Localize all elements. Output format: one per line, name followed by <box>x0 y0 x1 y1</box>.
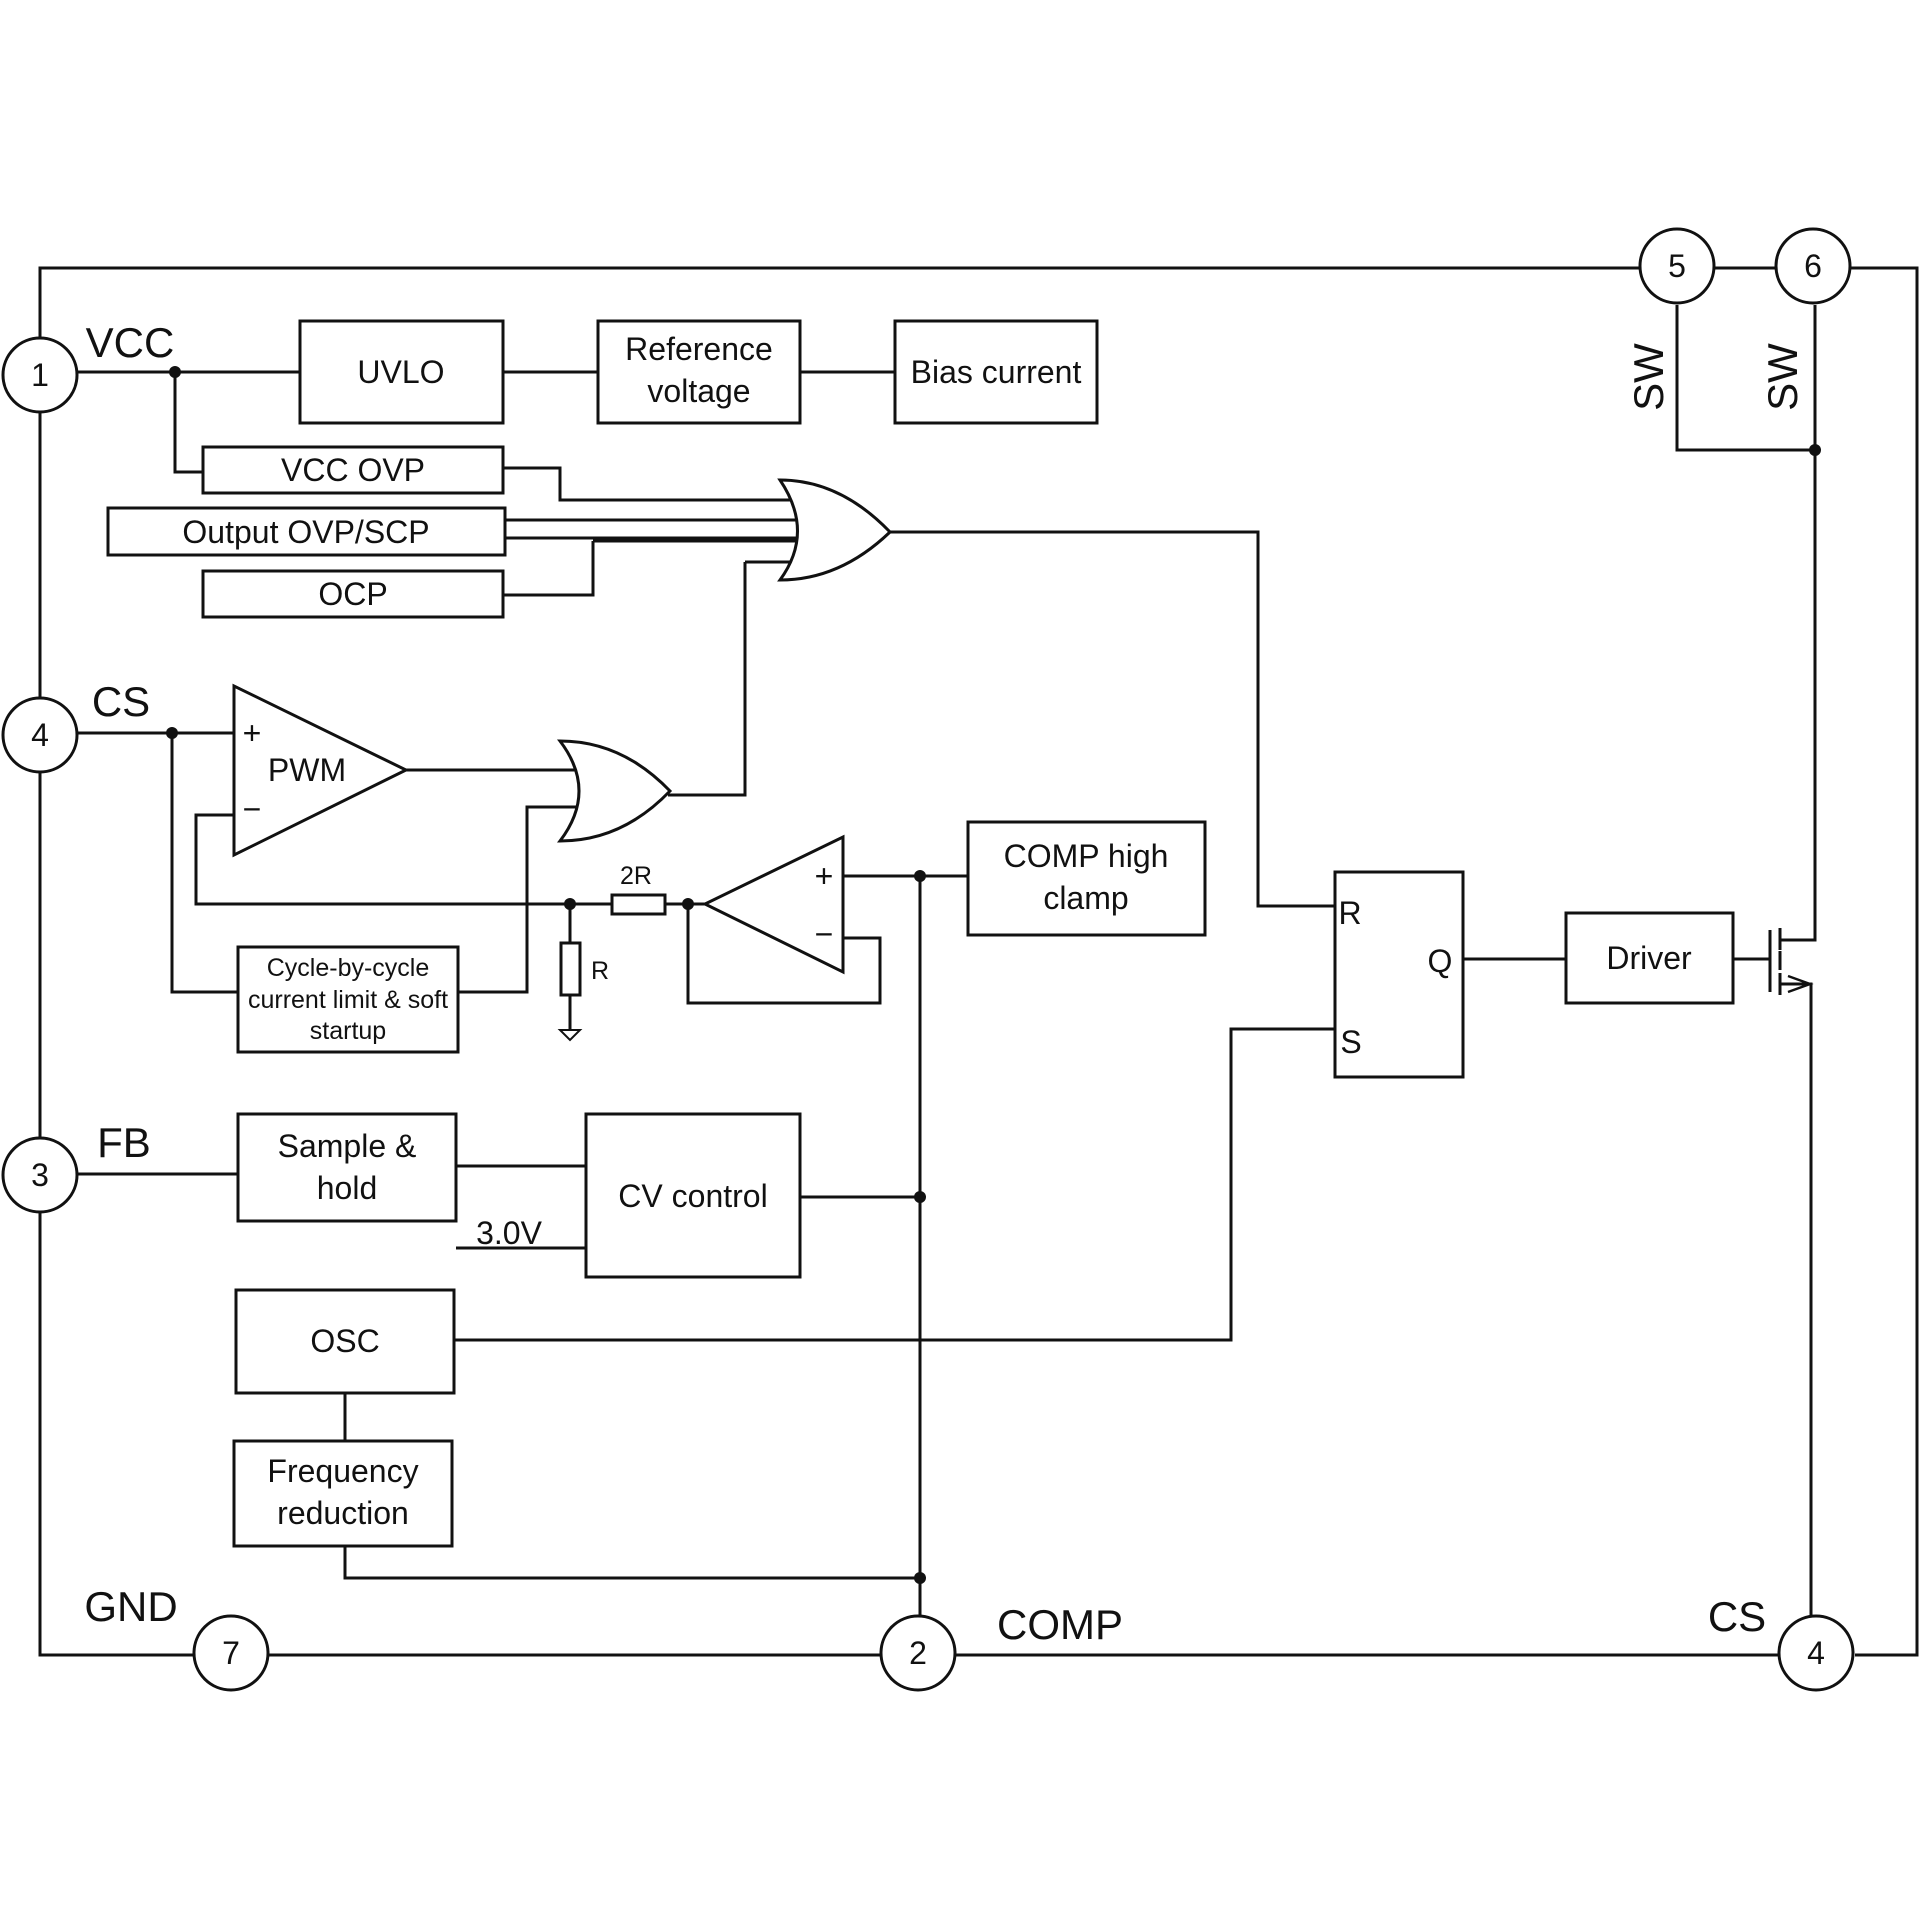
pin-1-number: 1 <box>31 357 49 393</box>
freq-red-label-2: reduction <box>277 1495 409 1531</box>
reference-voltage-label-2: voltage <box>647 373 750 409</box>
sample-hold-label-1: Sample & <box>278 1128 417 1164</box>
ground-icon <box>557 1029 583 1042</box>
pin-4-left-label: CS <box>92 678 150 725</box>
resistor-2r-label: 2R <box>620 862 652 890</box>
mosfet-icon <box>1768 928 1814 995</box>
vcc-ovp-block: VCC OVP <box>201 445 505 495</box>
ocp-block: OCP <box>201 569 505 619</box>
pin-3-fb: 3 FB <box>1 1119 151 1214</box>
resistor-r: R <box>559 941 609 997</box>
pin-1-vcc: 1 VCC <box>1 319 175 414</box>
pin-6-sw: 6 SW <box>1759 227 1852 411</box>
wires <box>78 305 1817 1618</box>
pin-2-number: 2 <box>909 1635 927 1671</box>
cycle-by-cycle-block: Cycle-by-cycle current limit & soft star… <box>236 945 460 1054</box>
pin-4-right-label: CS <box>1708 1593 1766 1640</box>
pin-1-label: VCC <box>86 319 175 366</box>
freq-red-label-1: Frequency <box>267 1453 418 1489</box>
pin-6-label: SW <box>1759 343 1806 411</box>
reference-voltage-label-1: Reference <box>625 331 773 367</box>
cv-control-block: CV control <box>584 1112 802 1279</box>
osc-block: OSC <box>234 1288 456 1395</box>
sample-hold-block: Sample & hold <box>236 1112 458 1223</box>
pwm-minus-sign: − <box>243 791 262 827</box>
comp-clamp-label-2: clamp <box>1043 880 1128 916</box>
pin-4-cs-right: 4 CS <box>1708 1593 1855 1692</box>
pin-5-label: SW <box>1625 343 1672 411</box>
buffer-opamp: + − <box>701 834 845 975</box>
pin-4-right-number: 4 <box>1807 1635 1825 1671</box>
cycle-label-3: startup <box>310 1017 386 1045</box>
pwm-comparator: PWM + − <box>232 683 410 858</box>
pin-5-sw: 5 SW <box>1625 227 1716 411</box>
ocp-label: OCP <box>318 576 387 612</box>
reference-voltage-block: Reference voltage <box>596 319 802 425</box>
bias-current-label: Bias current <box>911 354 1082 390</box>
output-ovp-scp-block: Output OVP/SCP <box>106 506 507 557</box>
uvlo-label: UVLO <box>357 354 444 390</box>
driver-label: Driver <box>1606 940 1692 976</box>
pwm-plus-sign: + <box>243 715 262 751</box>
pin-2-comp: 2 COMP <box>879 1601 1123 1692</box>
output-ovp-scp-label: Output OVP/SCP <box>182 514 429 550</box>
pin-2-label: COMP <box>997 1601 1123 1648</box>
opamp-minus-sign: − <box>815 916 834 952</box>
pin-7-label: GND <box>84 1583 177 1630</box>
resistor-r-label: R <box>591 957 609 985</box>
pin-5-number: 5 <box>1668 248 1686 284</box>
flipflop-r-label: R <box>1338 895 1361 931</box>
pin-4-cs-left: 4 CS <box>1 678 150 774</box>
flipflop-q-label: Q <box>1428 943 1453 979</box>
bias-current-block: Bias current <box>893 319 1099 425</box>
or-gate-pwm <box>556 739 673 843</box>
vcc-ovp-label: VCC OVP <box>281 452 425 488</box>
opamp-plus-sign: + <box>815 858 834 894</box>
or-gate-protection <box>777 478 893 582</box>
driver-block: Driver <box>1564 911 1735 1005</box>
pin-7-gnd: 7 GND <box>84 1583 270 1692</box>
pin-7-number: 7 <box>222 1635 240 1671</box>
ref-3v-label: 3.0V <box>476 1215 542 1251</box>
pin-3-number: 3 <box>31 1157 49 1193</box>
frequency-reduction-block: Frequency reduction <box>232 1439 454 1548</box>
pin-3-label: FB <box>97 1119 151 1166</box>
comp-clamp-label-1: COMP high <box>1004 838 1169 874</box>
uvlo-block: UVLO <box>298 319 505 425</box>
resistor-2r: 2R <box>610 862 667 916</box>
pin-4-left-number: 4 <box>31 717 49 753</box>
osc-label: OSC <box>310 1323 379 1359</box>
sr-flipflop: R S Q <box>1333 870 1465 1079</box>
junction-dots <box>166 366 1821 1584</box>
sample-hold-label-2: hold <box>317 1170 378 1206</box>
cv-control-label: CV control <box>618 1178 767 1214</box>
cycle-label-1: Cycle-by-cycle <box>267 954 430 982</box>
comp-high-clamp-block: COMP high clamp <box>966 820 1207 937</box>
pin-6-number: 6 <box>1804 248 1822 284</box>
cycle-label-2: current limit & soft <box>248 986 448 1014</box>
pwm-label: PWM <box>268 752 346 788</box>
flipflop-s-label: S <box>1340 1024 1361 1060</box>
